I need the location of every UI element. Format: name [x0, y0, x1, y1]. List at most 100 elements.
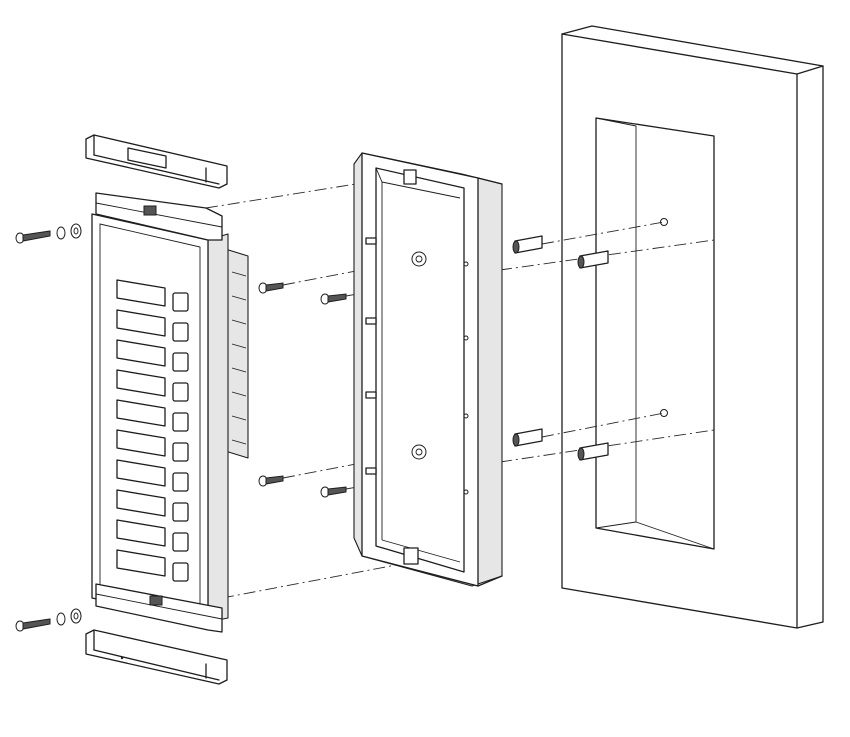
- door-station-panel: [91, 192, 249, 633]
- wall-top-right-edge: [796, 65, 824, 75]
- call-button-8: [172, 502, 189, 522]
- rear-fin: [231, 367, 247, 373]
- call-button-5: [172, 412, 189, 432]
- wall-anchor: [512, 428, 543, 447]
- name-slot-2: [116, 309, 166, 337]
- back-box-rib: [365, 467, 377, 475]
- washer-icon: [70, 223, 82, 239]
- wall-recess-inner-bottom: [635, 521, 715, 550]
- back-box-inner-bottom: [381, 539, 461, 563]
- panel-top-bracket-line: [95, 202, 223, 228]
- rear-fin: [231, 439, 247, 445]
- screw-thread: [327, 486, 347, 496]
- rear-fin: [231, 295, 247, 301]
- call-button-10: [172, 562, 189, 582]
- anchor-end: [512, 433, 520, 447]
- align-anchor-2: [499, 239, 715, 271]
- rear-fin: [231, 415, 247, 421]
- washer-icon: [56, 226, 66, 240]
- panel-bottom-bracket: [95, 583, 223, 633]
- back-box-mounting-hole-top-inner: [415, 255, 423, 263]
- panel-side: [207, 233, 229, 623]
- align-panel-top-to-box: [205, 174, 413, 209]
- back-box-pin: [463, 261, 469, 267]
- back-box-corner-tl: [375, 167, 383, 183]
- name-slot-7: [116, 459, 166, 487]
- back-box-mounting-hole-bottom-inner: [415, 448, 423, 456]
- wall-recess: [561, 25, 824, 629]
- back-box-pin: [463, 489, 469, 495]
- screw-thread: [265, 475, 284, 485]
- call-button-9: [172, 532, 189, 552]
- wall-recess-inner-side: [595, 117, 637, 529]
- rear-fin: [231, 343, 247, 349]
- panel-rear-fins: [231, 271, 247, 445]
- back-box-pin: [463, 335, 469, 341]
- wall-anchor: [577, 442, 609, 461]
- panel-top-bracket-screw-hole: [143, 205, 157, 216]
- washer-icon: [56, 612, 66, 626]
- back-box: [353, 152, 503, 587]
- align-panel-bottom-to-box: [221, 561, 413, 599]
- panel-bottom-bracket-screw-hole: [149, 595, 163, 606]
- back-box-depth-top: [477, 177, 503, 185]
- back-box-inner-top: [381, 181, 461, 199]
- anchor-end: [577, 255, 585, 269]
- call-button-3: [172, 352, 189, 372]
- wall-drill-hole-top: [660, 218, 668, 226]
- call-button-2: [172, 322, 189, 342]
- bottom-strip-lower-edge: [93, 649, 220, 681]
- back-box-depth-bottom: [477, 575, 503, 587]
- name-slot-5: [116, 399, 166, 427]
- washer-icon: [70, 608, 82, 624]
- name-slot-9: [116, 519, 166, 547]
- back-box-mounting-hole-top: [411, 251, 427, 267]
- back-box-bottom-tab: [403, 547, 419, 565]
- back-box-pin: [463, 413, 469, 419]
- anchor-end: [577, 447, 585, 461]
- wall-anchor: [577, 250, 609, 269]
- top-strip-label-window: [127, 147, 167, 169]
- backbox-screw: [320, 293, 347, 305]
- rear-fin: [231, 319, 247, 325]
- backbox-screws: [258, 282, 347, 498]
- wall-recess-opening: [595, 117, 715, 550]
- backbox-screw: [258, 475, 284, 487]
- back-box-cavity: [375, 167, 465, 573]
- rear-fin: [231, 271, 247, 277]
- anchor-end: [512, 240, 520, 254]
- back-box-rib: [365, 237, 377, 245]
- name-slot-10: [116, 549, 166, 577]
- wall-anchor: [512, 235, 543, 254]
- align-anchor-1: [541, 221, 665, 245]
- call-button-7: [172, 472, 189, 492]
- backbox-screw: [320, 486, 347, 498]
- washer-hole: [73, 612, 79, 620]
- backbox-screw: [258, 282, 284, 294]
- washer-hole: [73, 227, 79, 235]
- wall-drill-hole-bottom: [660, 409, 668, 417]
- wall-anchors: [512, 235, 609, 461]
- top-strip-lower-edge: [93, 154, 220, 185]
- top-cover-strip: [85, 134, 228, 189]
- back-box-rib: [365, 317, 377, 325]
- back-box-mounting-hole-bottom: [411, 444, 427, 460]
- screw-thread: [265, 282, 284, 292]
- name-slots: [116, 279, 166, 577]
- wall-front-top-edge: [561, 33, 798, 75]
- call-button-6: [172, 442, 189, 462]
- panel-screw-thread: [22, 230, 51, 242]
- back-box-rib: [365, 391, 377, 399]
- panel-screw-thread: [22, 618, 51, 630]
- back-box-side-ribs: [365, 237, 469, 495]
- call-button-1: [172, 292, 189, 312]
- name-slot-1: [116, 279, 166, 307]
- screw-thread: [327, 293, 347, 303]
- panel-bottom-bracket-line: [95, 593, 223, 620]
- panel-fixings-top: [15, 223, 82, 244]
- back-box-top-tab: [403, 169, 417, 185]
- rear-fin: [231, 391, 247, 397]
- name-slot-8: [116, 489, 166, 517]
- call-buttons: [172, 292, 189, 582]
